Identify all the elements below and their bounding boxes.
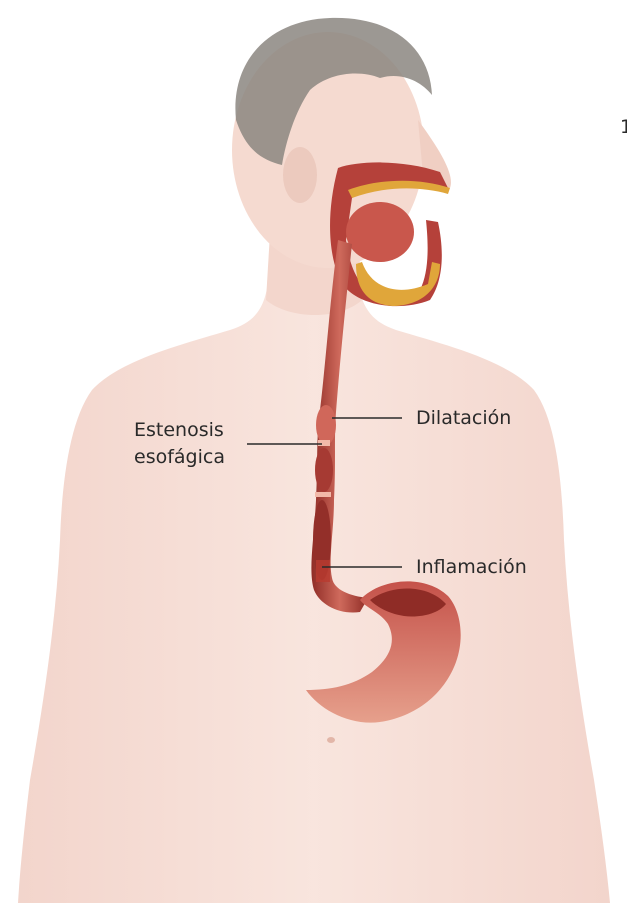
dilation-bulge	[316, 405, 336, 445]
ear	[283, 147, 317, 203]
label-dilation: Dilatación	[416, 407, 511, 429]
stenosis-narrowing	[318, 440, 330, 446]
esophagus-segment-1	[315, 448, 333, 492]
label-inflammation: Inflamación	[416, 556, 527, 578]
label-stenosis-line2: esofágica	[134, 446, 225, 468]
edge-mark: 1	[620, 116, 627, 138]
esophagus-ring	[315, 492, 331, 497]
inflammation-area	[316, 560, 330, 582]
label-stenosis-line1: Estenosis	[134, 419, 224, 441]
tongue	[346, 202, 414, 262]
navel	[327, 737, 335, 743]
